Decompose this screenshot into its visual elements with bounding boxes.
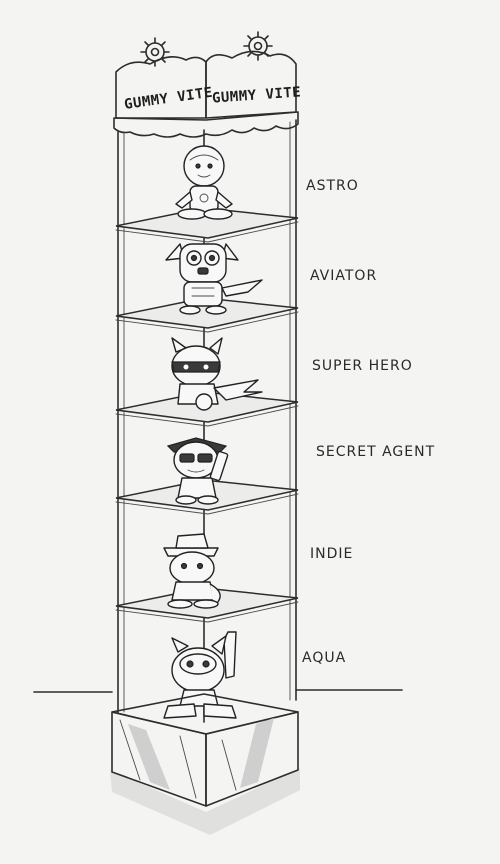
shelf-label: ASTRO [306,178,359,194]
header-sign: GUMMY VITE GUMMY VITE [113,31,302,138]
shelf-label: SUPER HERO [312,358,413,374]
base-shadow [110,768,300,835]
shelf-edge [115,405,299,427]
shelf-label: AVIATOR [310,268,377,284]
shelf-label: INDIE [310,546,353,562]
character-astro [175,145,233,220]
brand-text-left: GUMMY VITE [123,85,214,113]
shelf-label: SECRET AGENT [316,444,435,460]
shelf-edge [115,221,299,243]
character-secret-agent [166,437,229,505]
floor-line [33,689,403,693]
brand-text-right: GUMMY VITE [212,84,302,106]
shelves-layer [115,207,299,623]
gear-icon-right [243,31,273,61]
character-super-hero [171,337,263,411]
character-indie [163,533,221,609]
labels-layer: ASTRO AVIATOR SUPER HERO SECRET AGENT INDIE A… [302,178,435,666]
shelf-plane [115,297,299,329]
shelf-edge [115,311,299,333]
shelf-plane [115,207,299,239]
base-box [111,693,299,807]
character-aviator [165,243,263,315]
shelf-edge [115,493,299,515]
character-aqua [163,631,237,719]
shelf-label: AQUA [302,650,346,666]
shelf-edge [115,601,299,623]
